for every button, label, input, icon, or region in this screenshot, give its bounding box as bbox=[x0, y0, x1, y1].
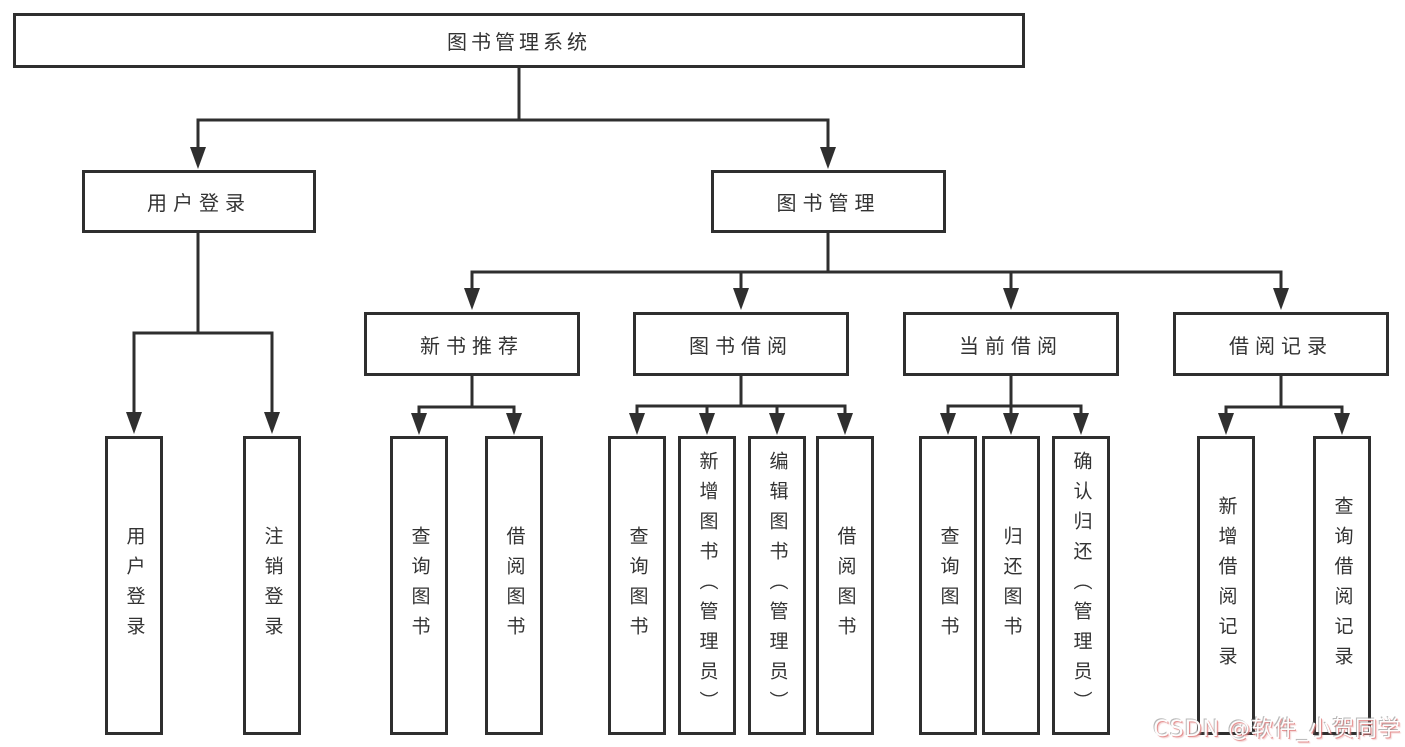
connector-current-children bbox=[940, 376, 1089, 435]
leaf-records-query-record: 查询借阅记录 bbox=[1313, 436, 1371, 735]
leaf-current-return-books: 归还图书 bbox=[982, 436, 1040, 735]
node-book-borrow: 图书借阅 bbox=[633, 312, 849, 376]
node-label: 归还图书 bbox=[1000, 525, 1023, 646]
leaf-recommend-borrow-books: 借阅图书 bbox=[485, 436, 543, 735]
leaf-records-add-record: 新增借阅记录 bbox=[1197, 436, 1255, 735]
node-label: 确认归还（管理员） bbox=[1070, 450, 1093, 721]
leaf-borrow-edit-books-admin: 编辑图书（管理员） bbox=[748, 436, 806, 735]
node-label: 新书推荐 bbox=[420, 333, 524, 358]
node-book-management: 图书管理 bbox=[711, 170, 946, 233]
connector-book-management-to-level3 bbox=[464, 233, 1289, 310]
node-label: 图书管理系统 bbox=[447, 30, 591, 54]
leaf-current-query-books: 查询图书 bbox=[919, 436, 977, 735]
node-label: 图书借阅 bbox=[689, 333, 793, 358]
leaf-user-login: 用户登录 bbox=[105, 436, 163, 735]
watermark-text: CSDN @软件_小贺同学 bbox=[1153, 717, 1401, 742]
leaf-borrow-add-books-admin: 新增图书（管理员） bbox=[678, 436, 736, 735]
node-label: 新增图书（管理员） bbox=[696, 450, 719, 721]
node-borrow-records: 借阅记录 bbox=[1173, 312, 1389, 376]
leaf-logout: 注销登录 bbox=[243, 436, 301, 735]
node-new-book-recommend: 新书推荐 bbox=[364, 312, 580, 376]
node-library-system: 图书管理系统 bbox=[13, 13, 1025, 68]
node-label: 查询图书 bbox=[937, 525, 960, 646]
node-label: 注销登录 bbox=[261, 525, 284, 646]
leaf-borrow-borrow-books: 借阅图书 bbox=[816, 436, 874, 735]
node-label: 用户登录 bbox=[147, 191, 251, 215]
node-label: 查询借阅记录 bbox=[1331, 495, 1354, 676]
node-label: 用户登录 bbox=[123, 525, 146, 646]
connector-borrow-children bbox=[629, 376, 853, 435]
node-current-borrow: 当前借阅 bbox=[903, 312, 1119, 376]
node-user-login: 用户登录 bbox=[82, 170, 316, 233]
leaf-current-confirm-return-admin: 确认归还（管理员） bbox=[1052, 436, 1110, 735]
node-label: 编辑图书（管理员） bbox=[766, 450, 789, 721]
node-label: 当前借阅 bbox=[959, 333, 1063, 358]
leaf-borrow-query-books: 查询图书 bbox=[608, 436, 666, 735]
node-label: 查询图书 bbox=[626, 525, 649, 646]
connector-root-to-level2 bbox=[190, 68, 836, 169]
node-label: 借阅图书 bbox=[503, 525, 526, 646]
node-label: 借阅记录 bbox=[1229, 333, 1333, 358]
node-label: 新增借阅记录 bbox=[1215, 495, 1238, 676]
node-label: 图书管理 bbox=[776, 191, 881, 215]
node-label: 借阅图书 bbox=[834, 525, 857, 646]
connector-recommend-children bbox=[411, 376, 522, 435]
leaf-recommend-query-books: 查询图书 bbox=[390, 436, 448, 735]
node-label: 查询图书 bbox=[408, 525, 431, 646]
connector-user-login-children bbox=[126, 233, 280, 434]
connector-records-children bbox=[1218, 376, 1350, 435]
